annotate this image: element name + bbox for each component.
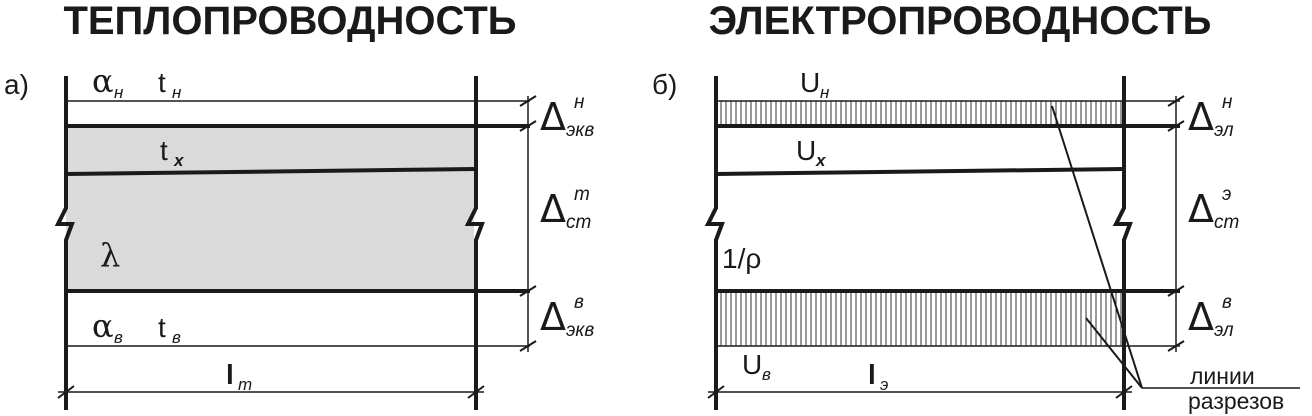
cut-line-leader-2	[1085, 317, 1143, 389]
alpha-outer-symbol: α	[92, 62, 114, 100]
wall-fill	[66, 126, 474, 291]
delta-el-inner: Δ	[1188, 295, 1214, 339]
alpha-inner-sub: в	[114, 328, 123, 347]
alpha-outer-sub: н	[114, 83, 124, 102]
conductivity-label: 1/ρ	[722, 243, 761, 274]
delta-el-st-sub: ст	[1214, 212, 1239, 233]
delta-el-st-sup: э	[1222, 184, 1231, 205]
delta-el-inner-sup: в	[1222, 292, 1232, 313]
u-outer-symbol: U	[800, 67, 820, 98]
panel-label-a: а)	[4, 69, 29, 100]
delta-ekv-inner: Δ	[540, 295, 566, 339]
delta-el-inner-sub: эл	[1214, 320, 1234, 341]
dim-tick-1	[519, 95, 537, 107]
delta-st-sub: ст	[566, 212, 591, 233]
dim-tick-3-el	[1167, 285, 1185, 297]
delta-ekv-inner-sub: экв	[566, 320, 594, 341]
dim-tick-4-el	[1167, 340, 1185, 352]
left-wall-line	[54, 76, 75, 410]
t-inner-sub: в	[172, 328, 181, 347]
t-outer-symbol: t	[158, 67, 166, 98]
ux-symbol: U	[796, 135, 816, 166]
right-wall-line	[464, 76, 485, 410]
length-sub: т	[238, 375, 252, 394]
u-inner-symbol: U	[742, 349, 762, 380]
left-wall-line-el	[704, 76, 725, 410]
length-tick-right-el	[1115, 385, 1133, 399]
ux-line	[715, 167, 1125, 176]
alpha-inner-symbol: α	[92, 307, 114, 345]
t-outer-sub: н	[172, 83, 182, 102]
dim-tick-2-el	[1167, 120, 1185, 132]
lambda-symbol: λ	[100, 236, 120, 274]
cut-lines-note-1: линии	[1190, 363, 1255, 389]
delta-el-outer-sub: эл	[1214, 120, 1234, 141]
hatched-layer-outer	[716, 101, 1124, 126]
length-tick-left-el	[707, 385, 725, 399]
panel-thermal: а) α н t н t x λ α в t в l т	[4, 62, 594, 410]
delta-el-st: Δ	[1188, 187, 1214, 231]
u-inner-sub: в	[762, 365, 771, 384]
tx-sub: x	[173, 151, 185, 170]
panel-label-b: б)	[652, 69, 677, 100]
length-sub-el: э	[880, 375, 888, 394]
right-wall-line-el	[1112, 76, 1133, 410]
ux-sub: x	[815, 151, 827, 170]
title-electrical: ЭЛЕКТРОПРОВОДНОСТЬ	[709, 0, 1212, 43]
title-thermal: ТЕПЛОПРОВОДНОСТЬ	[63, 0, 516, 43]
delta-st: Δ	[540, 187, 566, 231]
dim-tick-1-el	[1167, 95, 1185, 107]
dim-tick-3	[519, 285, 537, 297]
delta-ekv-inner-sup: в	[574, 292, 584, 313]
panel-electrical: б) U н U x 1/ρ U в l э Δ н	[652, 67, 1300, 414]
delta-el-outer-sup: н	[1222, 92, 1233, 113]
length-tick-right	[467, 385, 485, 399]
delta-ekv-outer-sub: экв	[566, 120, 594, 141]
cut-lines-note-2: разрезов	[1188, 388, 1284, 414]
length-tick-left	[57, 385, 75, 399]
tx-symbol: t	[160, 135, 168, 166]
delta-ekv-outer: Δ	[540, 95, 566, 139]
delta-el-outer: Δ	[1188, 95, 1214, 139]
delta-st-sup: т	[574, 184, 590, 205]
cut-line-leader-1	[1051, 105, 1143, 389]
u-outer-sub: н	[820, 83, 830, 102]
length-symbol: l	[226, 359, 234, 390]
length-symbol-el: l	[868, 359, 876, 390]
dim-tick-2	[519, 120, 537, 132]
dim-tick-4	[519, 340, 537, 352]
t-inner-symbol: t	[158, 312, 166, 343]
hatched-layer-inner	[716, 291, 1124, 346]
tx-line	[65, 167, 477, 176]
delta-ekv-outer-sup: н	[574, 92, 585, 113]
